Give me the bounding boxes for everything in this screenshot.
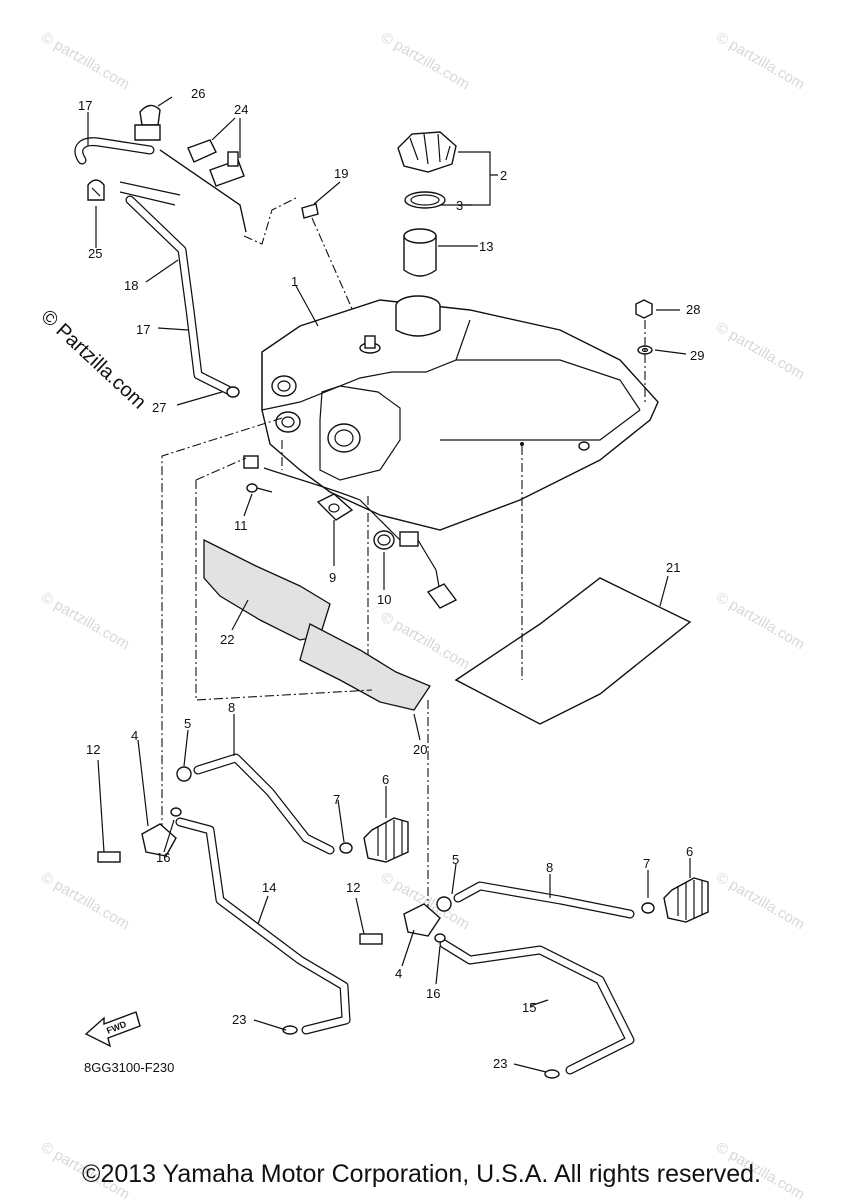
callout-17: 17 — [136, 322, 150, 337]
callout-1: 1 — [291, 274, 298, 289]
callout-18: 18 — [124, 278, 138, 293]
callout-14: 14 — [262, 880, 276, 895]
callout-12: 12 — [346, 880, 360, 895]
watermark: © partzilla.com — [38, 589, 133, 653]
callout-3: 3 — [456, 198, 463, 213]
callout-13: 13 — [479, 239, 493, 254]
callout-6: 6 — [382, 772, 389, 787]
clip-25 — [87, 179, 105, 201]
callout-27: 27 — [152, 400, 166, 415]
vent-hose-assembly — [74, 137, 297, 398]
watermark: © partzilla.com — [38, 869, 133, 933]
watermark: © partzilla.com — [713, 589, 808, 653]
callout-16: 16 — [156, 850, 170, 865]
watermark: © partzilla.com — [38, 29, 133, 93]
callout-11: 11 — [234, 518, 248, 533]
watermark: © partzilla.com — [378, 609, 473, 673]
callout-25: 25 — [88, 246, 102, 261]
pad-21 — [454, 446, 692, 725]
callout-21: 21 — [666, 560, 680, 575]
callout-24: 24 — [234, 102, 248, 117]
callout-7: 7 — [643, 856, 650, 871]
callout-7: 7 — [333, 792, 340, 807]
watermark-main: © Partzilla.com — [37, 306, 151, 414]
watermark: © partzilla.com — [713, 319, 808, 383]
tank-pads — [195, 457, 431, 711]
watermark: © partzilla.com — [713, 869, 808, 933]
callout-29: 29 — [690, 348, 704, 363]
callout-labels: 1 2 3 4 4 5 5 6 6 7 7 8 8 9 10 11 12 12 … — [78, 86, 704, 1071]
callout-8: 8 — [546, 860, 553, 875]
callout-20: 20 — [413, 742, 427, 757]
callout-23: 23 — [232, 1012, 246, 1027]
callout-4: 4 — [131, 728, 138, 743]
callout-6: 6 — [686, 844, 693, 859]
fuel-cap — [397, 131, 498, 277]
callout-28: 28 — [686, 302, 700, 317]
callout-17: 17 — [78, 98, 92, 113]
clip-26 — [134, 104, 161, 141]
callout-19: 19 — [334, 166, 348, 181]
callout-2: 2 — [500, 168, 507, 183]
callout-16: 16 — [426, 986, 440, 1001]
callout-23: 23 — [493, 1056, 507, 1071]
fuel-tank — [261, 295, 659, 531]
fuel-pump-assembly — [243, 440, 458, 660]
routing-line — [161, 417, 283, 830]
callout-8: 8 — [228, 700, 235, 715]
watermark: © partzilla.com — [378, 29, 473, 93]
clip-24 — [187, 139, 245, 187]
callout-5: 5 — [452, 852, 459, 867]
right-fuel-valve-assembly — [359, 877, 709, 1079]
callout-15: 15 — [522, 1000, 536, 1015]
diagram-code: 8GG3100-F230 — [84, 1060, 174, 1075]
callout-22: 22 — [220, 632, 234, 647]
callout-10: 10 — [377, 592, 391, 607]
left-fuel-valve-assembly — [97, 753, 409, 1035]
callout-12: 12 — [86, 742, 100, 757]
nut-28 — [635, 299, 653, 402]
callout-4: 4 — [395, 966, 402, 981]
watermark: © partzilla.com — [713, 29, 808, 93]
leader-lines — [87, 96, 691, 1073]
copyright-notice: ©2013 Yamaha Motor Corporation, U.S.A. A… — [82, 1160, 761, 1188]
forward-arrow-icon: FWD — [84, 1011, 141, 1048]
callout-9: 9 — [329, 570, 336, 585]
callout-26: 26 — [191, 86, 205, 101]
callout-5: 5 — [184, 716, 191, 731]
